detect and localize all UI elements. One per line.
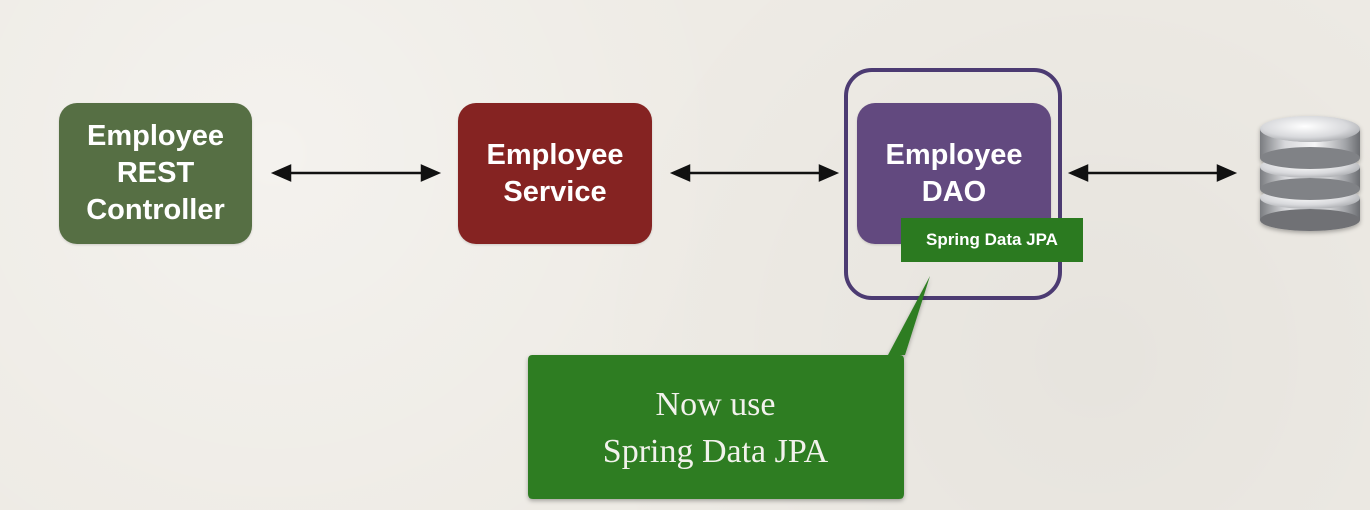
employee-service-box: Employee Service xyxy=(458,103,652,244)
controller-label-line-3: Controller xyxy=(86,194,225,226)
arrow-controller-service xyxy=(270,164,442,182)
database-icon xyxy=(1260,116,1360,231)
dao-highlight-outline xyxy=(844,68,1062,300)
employee-rest-controller-box: Employee REST Controller xyxy=(59,103,252,244)
dao-label-line-2: DAO xyxy=(921,176,987,208)
dao-label-line-1: Employee xyxy=(885,139,1023,171)
service-label-line-2: Service xyxy=(503,175,607,208)
controller-label-line-1: Employee xyxy=(87,120,224,152)
arrow-service-dao xyxy=(669,164,840,182)
callout-line-2: Spring Data JPA xyxy=(602,432,829,470)
callout-line-1: Now use xyxy=(655,385,776,423)
callout-text: Now use Spring Data JPA xyxy=(528,356,903,499)
controller-label-line-2: REST xyxy=(116,157,195,189)
callout-bubble xyxy=(528,276,930,499)
service-label-line-1: Employee xyxy=(486,138,624,171)
arrow-dao-database xyxy=(1067,164,1238,182)
spring-data-jpa-badge: Spring Data JPA xyxy=(901,218,1083,262)
